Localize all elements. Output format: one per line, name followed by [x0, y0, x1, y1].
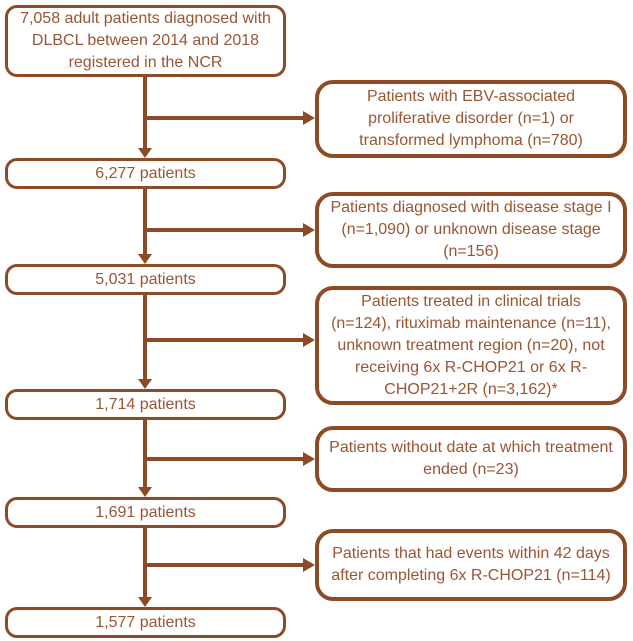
box-1577-patients: 1,577 patients: [5, 607, 286, 638]
connector-vertical-5: [143, 527, 147, 597]
arrowhead-down-icon: [138, 254, 152, 264]
arrowhead-down-icon: [138, 379, 152, 389]
box-1691-patients: 1,691 patients: [5, 497, 286, 528]
box-exclusion-stage-label: Patients diagnosed with disease stage I …: [330, 199, 612, 260]
arrowhead-right-icon: [303, 223, 315, 237]
arrowhead-right-icon: [303, 558, 315, 572]
box-5031-patients: 5,031 patients: [5, 264, 286, 295]
connector-vertical-1: [143, 76, 147, 148]
box-1691-patients-label: 1,691 patients: [95, 503, 196, 521]
arrowhead-down-icon: [138, 487, 152, 497]
connector-vertical-2: [143, 188, 147, 254]
box-1714-patients: 1,714 patients: [5, 389, 286, 420]
connector-vertical-3: [143, 294, 147, 379]
connector-branch-2: [145, 228, 303, 232]
arrowhead-right-icon: [303, 452, 315, 466]
connector-branch-3: [145, 338, 303, 342]
box-exclusion-ebv-transformed: Patients with EBV-associated proliferati…: [315, 80, 627, 158]
box-exclusion-treatment: Patients treated in clinical trials (n=1…: [315, 286, 627, 405]
box-1714-patients-label: 1,714 patients: [95, 395, 196, 413]
connector-vertical-4: [143, 419, 147, 487]
arrowhead-right-icon: [303, 111, 315, 125]
box-exclusion-ebv-transformed-label: Patients with EBV-associated proliferati…: [359, 88, 583, 149]
connector-branch-1: [145, 116, 303, 120]
connector-branch-5: [145, 563, 303, 567]
box-exclusion-no-end-date: Patients without date at which treatment…: [315, 426, 627, 492]
connector-branch-4: [145, 457, 303, 461]
box-exclusion-no-end-date-label: Patients without date at which treatment…: [329, 439, 613, 478]
box-5031-patients-label: 5,031 patients: [95, 270, 196, 288]
box-6277-patients-label: 6,277 patients: [95, 164, 196, 182]
box-exclusion-early-events: Patients that had events within 42 days …: [315, 529, 627, 601]
box-registered-patients: 7,058 adult patients diagnosed with DLBC…: [5, 5, 286, 77]
box-1577-patients-label: 1,577 patients: [95, 613, 196, 631]
box-registered-patients-label: 7,058 adult patients diagnosed with DLBC…: [20, 10, 271, 71]
arrowhead-right-icon: [303, 333, 315, 347]
arrowhead-down-icon: [138, 597, 152, 607]
box-exclusion-treatment-label: Patients treated in clinical trials (n=1…: [331, 292, 611, 398]
box-exclusion-stage: Patients diagnosed with disease stage I …: [315, 192, 627, 268]
box-6277-patients: 6,277 patients: [5, 158, 286, 189]
arrowhead-down-icon: [138, 148, 152, 158]
box-exclusion-early-events-label: Patients that had events within 42 days …: [331, 545, 611, 584]
